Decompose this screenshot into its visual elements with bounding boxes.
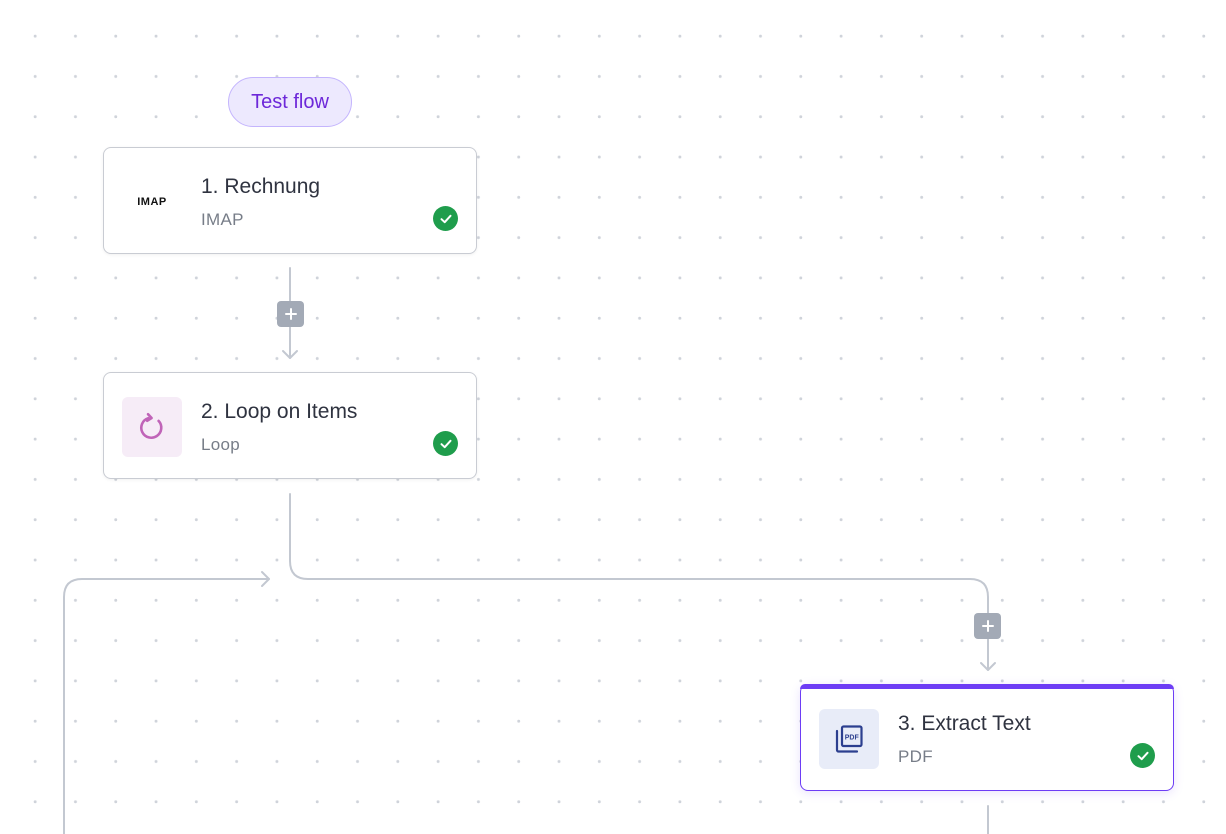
arrowhead-step2 [282, 350, 298, 359]
svg-text:PDF: PDF [845, 735, 860, 742]
add-step-button[interactable] [974, 613, 1001, 639]
step-card-loop-on-items[interactable]: 2. Loop on Items Loop [103, 372, 477, 479]
loop-return-arrowhead [261, 571, 270, 587]
edge-step2-step3 [289, 493, 989, 671]
loop-return-edge [63, 578, 270, 834]
step-title: 1. Rechnung [201, 175, 321, 198]
plus-icon [284, 308, 297, 320]
loop-icon [122, 397, 182, 457]
step-card-extract-text[interactable]: PDF 3. Extract Text PDF [800, 684, 1174, 791]
success-check-icon [433, 431, 458, 456]
step-subtitle: IMAP [201, 210, 244, 229]
imap-logo-text: IMAP [137, 196, 167, 208]
step-subtitle: Loop [201, 435, 241, 454]
add-step-button[interactable] [277, 301, 304, 327]
pdf-icon: PDF [819, 709, 879, 769]
step-card-rechnung[interactable]: IMAP 1. Rechnung IMAP [103, 147, 477, 254]
success-check-icon [1130, 743, 1155, 768]
step-subtitle: PDF [898, 747, 933, 766]
step-title: 2. Loop on Items [201, 400, 358, 423]
imap-logo: IMAP [122, 172, 182, 232]
test-flow-label: Test flow [251, 90, 329, 113]
step-title: 3. Extract Text [898, 712, 1031, 735]
success-check-icon [433, 206, 458, 231]
arrowhead-step3 [980, 662, 996, 671]
test-flow-button[interactable]: Test flow [228, 77, 352, 127]
plus-icon [981, 620, 994, 632]
